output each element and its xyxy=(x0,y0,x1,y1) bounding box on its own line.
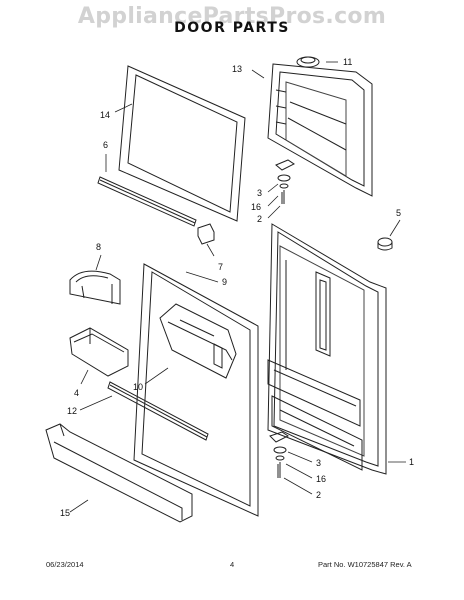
callout-1: 1 xyxy=(409,457,414,467)
dike-bracket-part-7 xyxy=(197,223,215,245)
door-cap-part-11 xyxy=(296,56,320,68)
callout-3-lower: 3 xyxy=(316,458,321,468)
callout-4: 4 xyxy=(74,388,79,398)
callout-5: 5 xyxy=(396,208,401,218)
callout-6: 6 xyxy=(103,140,108,150)
callout-2-upper: 2 xyxy=(257,214,262,224)
freezer-dike-part-6 xyxy=(97,176,197,227)
callout-2-lower: 2 xyxy=(316,490,321,500)
callout-10: 10 xyxy=(133,382,143,392)
footer-part-number: Part No. W10725847 Rev. A xyxy=(318,560,412,569)
lower-hinge-hardware xyxy=(269,431,289,478)
callout-15: 15 xyxy=(60,508,70,518)
refrigerator-door-part-1 xyxy=(267,223,387,475)
callout-16-lower: 16 xyxy=(316,474,326,484)
gallon-bin-part-15 xyxy=(45,423,193,523)
callout-12: 12 xyxy=(67,406,77,416)
callout-8: 8 xyxy=(96,242,101,252)
footer-page-number: 4 xyxy=(230,560,235,569)
callout-7: 7 xyxy=(218,262,223,272)
dairy-bin-part-4 xyxy=(69,327,129,377)
dairy-door-part-8 xyxy=(69,270,121,305)
page-title: DOOR PARTS xyxy=(174,20,290,36)
watermark: AppliancePartsPros.com xyxy=(77,4,387,29)
callout-14: 14 xyxy=(100,110,110,120)
callout-9: 9 xyxy=(222,277,227,287)
upper-hinge-hardware xyxy=(275,159,295,204)
callout-11: 11 xyxy=(343,57,352,67)
footer-date: 06/23/2014 xyxy=(46,560,84,569)
freezer-door-part-13 xyxy=(267,63,373,197)
refrigerator-dike-part-12 xyxy=(107,381,209,441)
door-bin-part-10 xyxy=(159,303,237,379)
freezer-door-gasket-part-14 xyxy=(118,65,246,222)
refrigerator-door-gasket-part-9 xyxy=(133,263,259,517)
callout-3-upper: 3 xyxy=(257,188,262,198)
callout-13: 13 xyxy=(232,64,242,74)
callout-16-upper: 16 xyxy=(251,202,261,212)
plug-button-part-5 xyxy=(377,237,393,251)
